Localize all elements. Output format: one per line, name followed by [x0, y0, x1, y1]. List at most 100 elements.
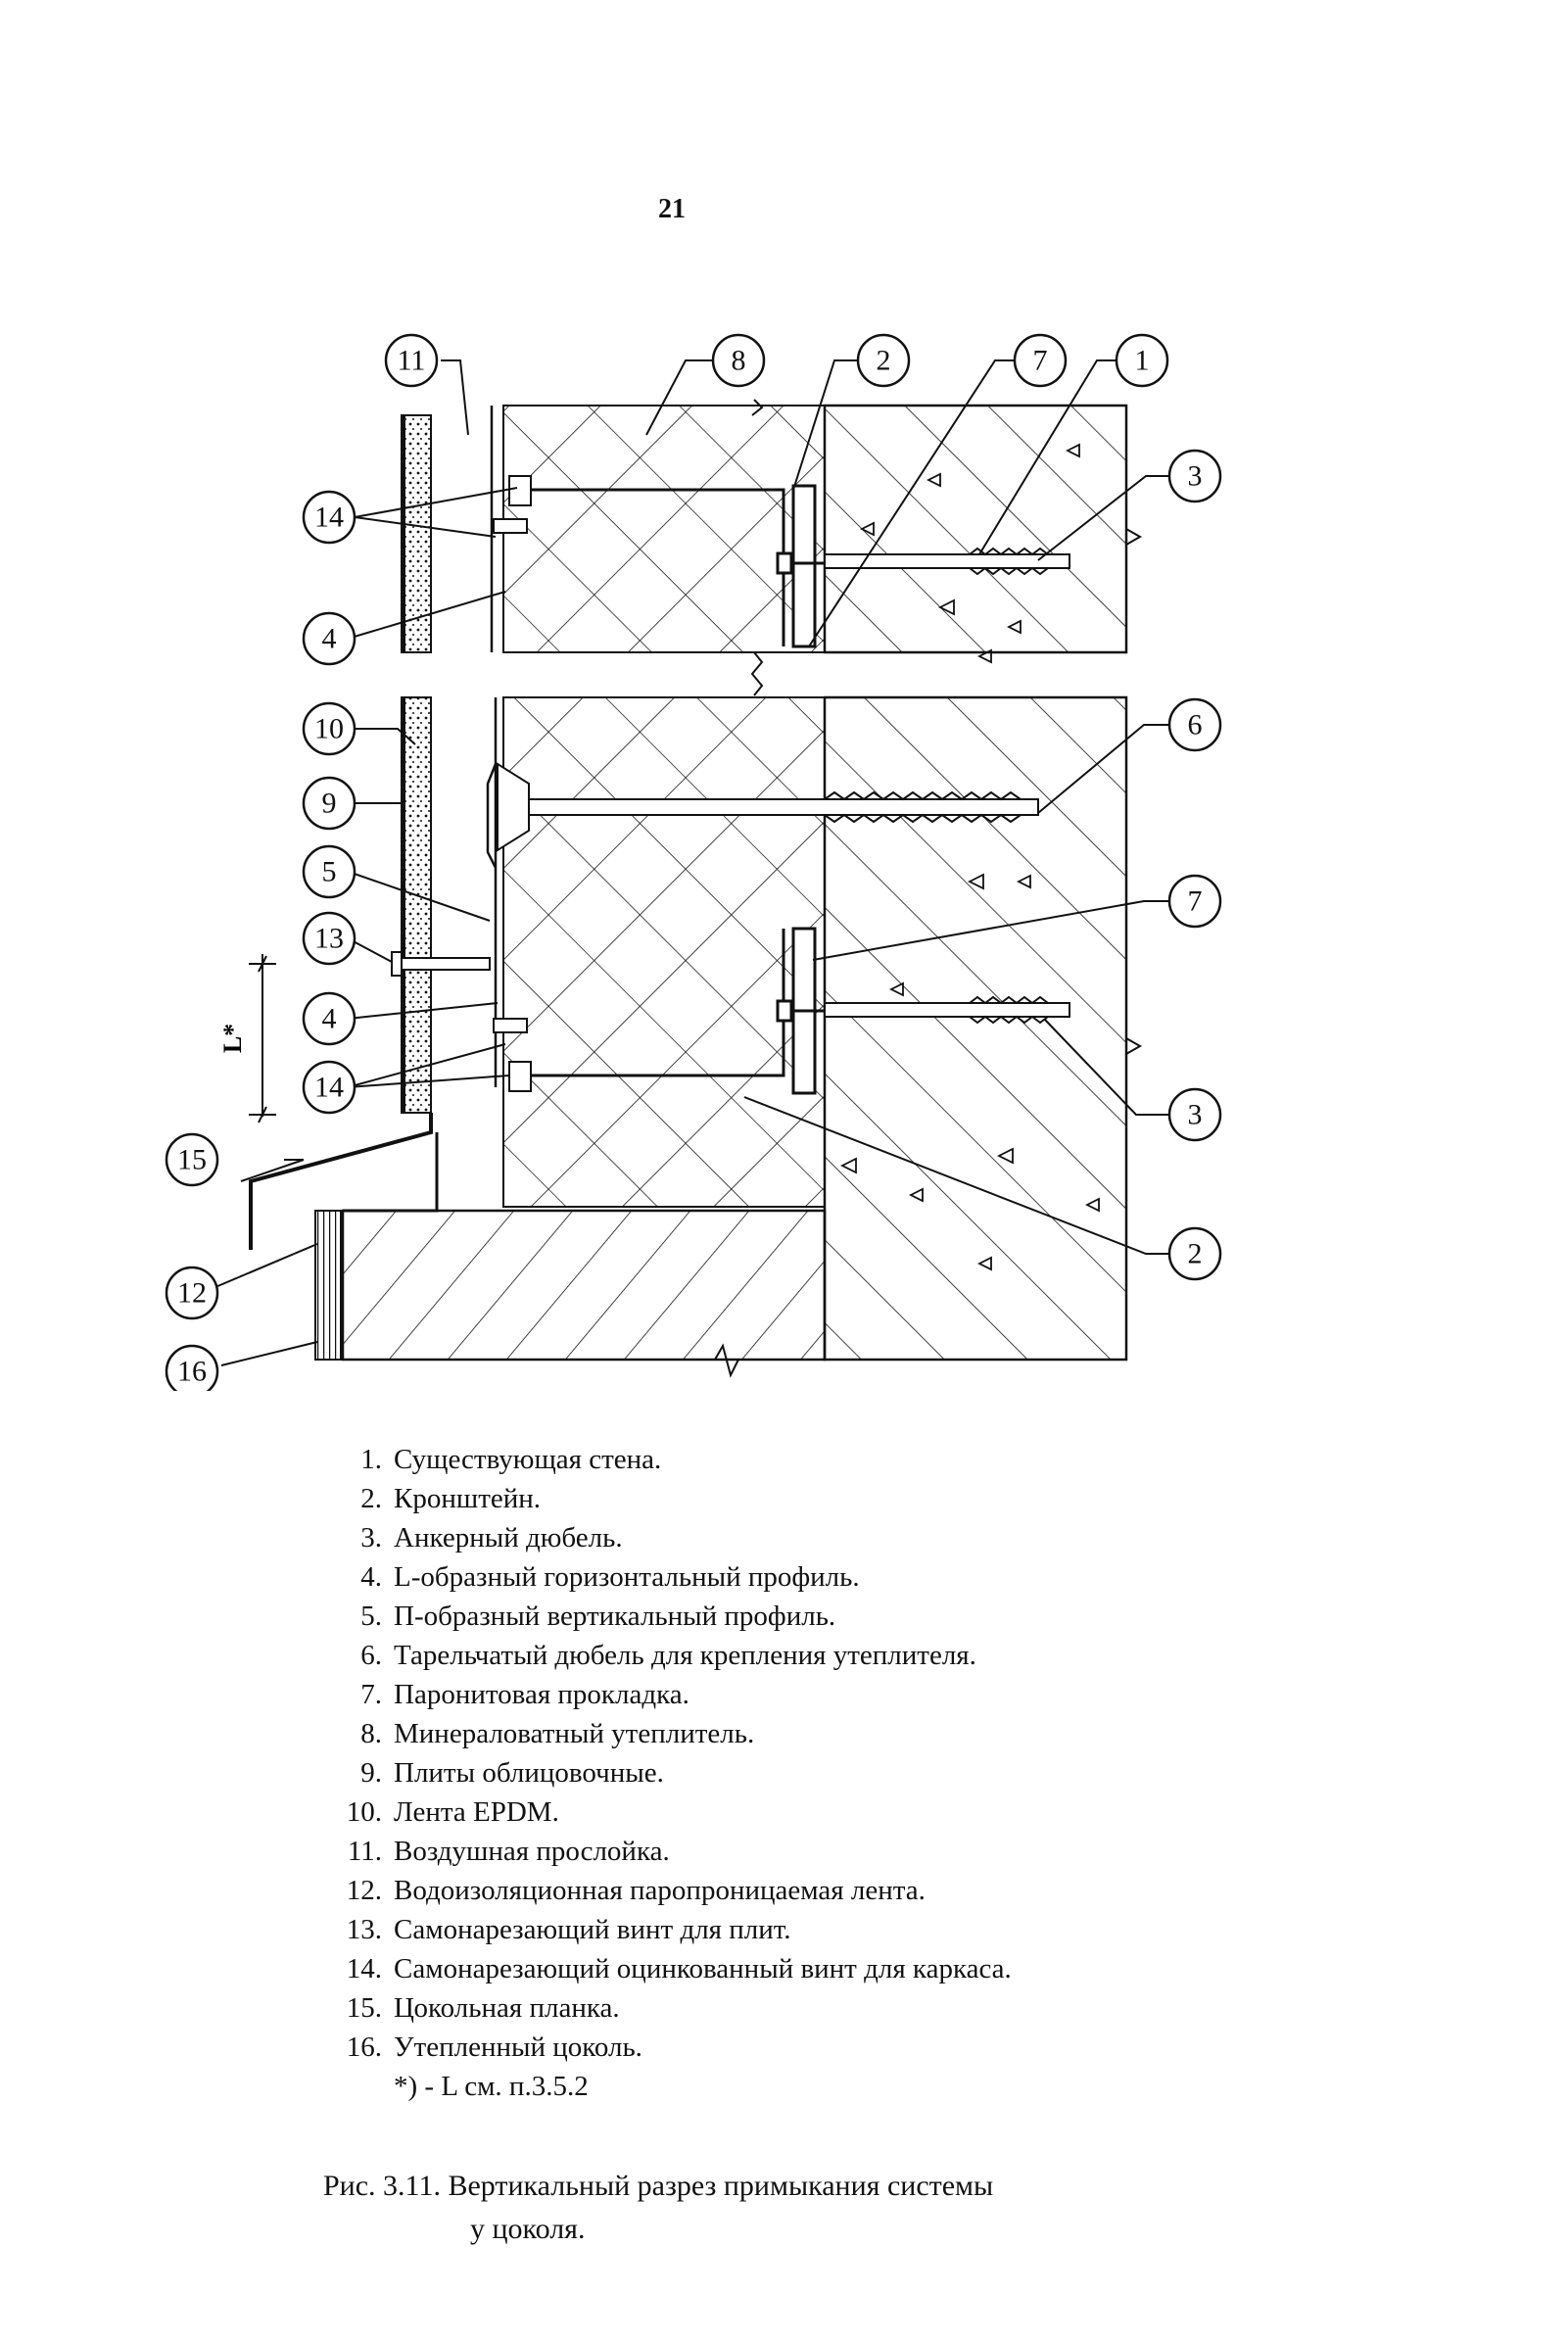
legend-item: 15.Цокольная планка. [321, 1988, 1301, 2028]
legend-text: Минераловатный утеплитель. [394, 1718, 755, 1749]
break-mark [750, 651, 764, 696]
legend-number: 5. [360, 1601, 382, 1632]
callout-5: 5 [302, 844, 356, 899]
caption-line-2: у цоколя. [470, 2213, 586, 2245]
callout-7-top: 7 [1013, 333, 1068, 388]
legend-text: Паронитовая прокладка. [394, 1679, 689, 1710]
callout-label: 5 [322, 856, 337, 888]
legend-text: Утепленный цоколь. [394, 2031, 642, 2063]
legend-text: Существующая стена. [394, 1444, 662, 1475]
callout-label: 3 [1188, 1099, 1203, 1131]
insulated-plinth [314, 1209, 827, 1378]
legend-item: 1.Существующая стена. [321, 1440, 1301, 1479]
legend-text: Тарельчатый дюбель для крепления утеплит… [394, 1640, 976, 1671]
legend-number: 3. [360, 1522, 382, 1553]
legend-note: *) - L см. п.3.5.2 [394, 2071, 589, 2102]
legend-text: Водоизоляционная паропроницаемая лента. [394, 1875, 926, 1906]
legend-text: Анкерный дюбель. [394, 1522, 623, 1553]
caption-line-1: Рис. 3.11. Вертикальный разрез примыкани… [323, 2170, 994, 2202]
legend-number: 13. [346, 1914, 382, 1945]
break-mark [751, 399, 764, 416]
legend-text: Кронштейн. [394, 1483, 542, 1514]
callout-label: 13 [314, 923, 344, 955]
callout-14-bottom: 14 [302, 1060, 356, 1115]
callout-label: 2 [1188, 1238, 1203, 1270]
leader-lines [214, 359, 1169, 1366]
legend-item: 10. Лента EPDM. [321, 1792, 1301, 1832]
callout-10: 10 [302, 701, 356, 756]
mineral-wool-insulation [502, 399, 826, 1208]
callout-4-bottom: 4 [302, 991, 356, 1046]
break-mark [1125, 528, 1143, 546]
callout-label: 1 [1135, 345, 1150, 377]
callout-label: 3 [1188, 460, 1203, 493]
callout-label: 10 [314, 713, 344, 745]
plinth-flashing [249, 1113, 433, 1250]
legend-item: 14. Самонарезающий оцинкованный винт для … [321, 1949, 1301, 1988]
callout-2-bottom: 2 [1167, 1226, 1222, 1281]
legend-number: 16. [346, 2031, 382, 2063]
callout-label: 4 [322, 623, 337, 655]
callout-label: 6 [1188, 709, 1203, 741]
legend-text: Самонарезающий оцинкованный винт для кар… [394, 1953, 1012, 1984]
callout-11: 11 [384, 333, 439, 388]
legend-number: 11. [347, 1836, 382, 1867]
plate-dowel [497, 762, 1039, 852]
legend-list: 1.Существующая стена. 2. Кронштейн. 3. Анк… [321, 1440, 1301, 2106]
legend-text: Самонарезающий винт для плит. [394, 1914, 791, 1945]
callout-label: 14 [314, 1072, 344, 1104]
legend-text: П-образный вертикальный профиль. [394, 1601, 836, 1632]
frame-screws [493, 475, 532, 1092]
legend-item: 4. L-образный горизонтальный профиль. [321, 1557, 1301, 1597]
callout-label: 14 [314, 502, 344, 534]
legend-number: 4. [360, 1561, 382, 1593]
callout-2-top: 2 [856, 333, 911, 388]
callout-6: 6 [1167, 697, 1222, 752]
cladding-panels [401, 414, 432, 1114]
vertical-profile [486, 406, 498, 1087]
legend-item: 12.Водоизоляционная паропроницаемая лент… [321, 1871, 1301, 1910]
legend-number: 8. [360, 1718, 382, 1749]
page-number: 21 [658, 194, 686, 224]
callout-label: 11 [398, 345, 426, 377]
callouts: 11 8 2 7 1 3 14 4 10 9 5 13 4 14 6 7 3 2… [165, 333, 1222, 1391]
break-mark [1125, 1037, 1143, 1055]
anchor-bottom [824, 995, 1070, 1025]
concrete-aggregate-marks [839, 443, 1100, 1271]
legend-number: 6. [360, 1640, 382, 1671]
callout-label: 2 [877, 345, 891, 377]
callout-16: 16 [165, 1344, 219, 1391]
callout-7-bottom: 7 [1167, 874, 1222, 929]
legend-item: 6. Тарельчатый дюбель для крепления утепл… [321, 1636, 1301, 1675]
legend-text: L-образный горизонтальный профиль. [394, 1561, 860, 1593]
legend-text: Цокольная планка. [394, 1992, 620, 2024]
legend-item: 2. Кронштейн. [321, 1479, 1301, 1518]
callout-label: 8 [732, 345, 746, 377]
legend-item: 7.Паронитовая прокладка. [321, 1675, 1301, 1714]
break-mark [714, 1343, 739, 1378]
anchor-top [824, 547, 1070, 576]
legend-item: 16. Утепленный цоколь. [321, 2028, 1301, 2067]
legend-item: 11.Воздушная прослойка. [321, 1832, 1301, 1871]
legend-item: 5. П-образный вертикальный профиль. [321, 1597, 1301, 1636]
callout-4-top: 4 [302, 611, 356, 666]
callout-label: 12 [177, 1277, 207, 1310]
callout-label: 7 [1188, 885, 1203, 918]
callout-1: 1 [1115, 333, 1169, 388]
callout-3-top: 3 [1167, 449, 1222, 503]
bracket-bottom [511, 927, 825, 1095]
waterproof-tape [314, 1210, 342, 1361]
dimension-label: L* [218, 1024, 247, 1053]
callout-14-top: 14 [302, 490, 356, 545]
section-drawing: L* 11 [165, 333, 1222, 1391]
legend-item: 13. Самонарезающий винт для плит. [321, 1910, 1301, 1949]
legend-item: 8. Минераловатный утеплитель. [321, 1714, 1301, 1753]
legend-text: Плиты облицовочные. [394, 1757, 664, 1789]
legend-number: 10. [346, 1796, 382, 1828]
legend-number: 2. [360, 1483, 382, 1514]
legend-text: Лента EPDM. [394, 1796, 559, 1828]
callout-3-bottom: 3 [1167, 1087, 1222, 1142]
callout-label: 9 [322, 788, 337, 820]
legend-number: 14. [346, 1953, 382, 1984]
callout-13: 13 [302, 911, 356, 966]
